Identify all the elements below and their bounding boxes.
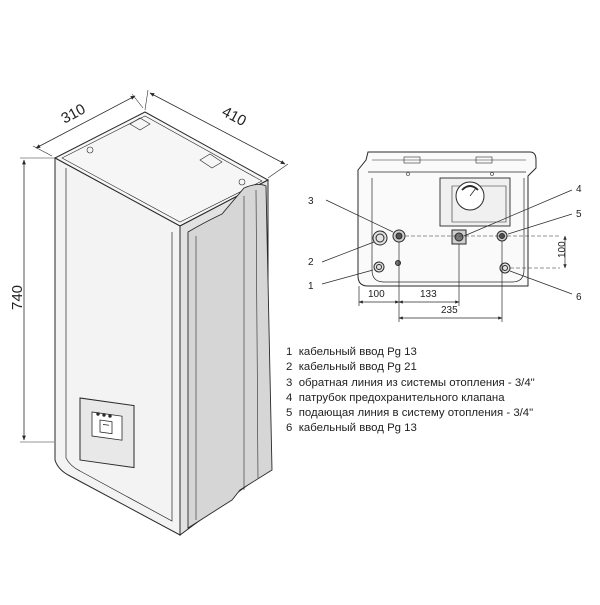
callout-numbers: 3 2 1 4 5 6 <box>308 184 582 303</box>
boiler-bottom-view <box>357 151 560 287</box>
port-2-cable-pg21 <box>372 230 388 246</box>
dim-width-label: 410 <box>219 103 249 130</box>
dim-133: 133 <box>420 289 437 300</box>
legend: 1 кабельный ввод Pg 13 2 кабельный ввод … <box>286 345 598 437</box>
callout-6: 6 <box>576 292 582 303</box>
callout-4: 4 <box>576 184 582 195</box>
legend-item: 2 кабельный ввод Pg 21 <box>286 361 417 374</box>
callout-2: 2 <box>308 257 314 268</box>
dim-100-right: 100 <box>557 241 568 258</box>
callout-3: 3 <box>308 196 314 207</box>
legend-item: 6 кабельный ввод Pg 13 <box>286 422 417 435</box>
boiler-iso-view <box>53 111 273 536</box>
legend-item: 3 обратная линия из системы отопления - … <box>286 376 535 389</box>
port-6-cable-pg13 <box>499 262 511 274</box>
legend-item: 5 подающая линия в систему отопления - 3… <box>286 407 534 420</box>
legend-item: 4 патрубок предохранительного клапана <box>286 391 505 404</box>
callout-leaders <box>321 189 573 295</box>
dim-depth-label: 310 <box>58 101 88 128</box>
callout-1: 1 <box>308 281 314 292</box>
dim-100-left: 100 <box>368 289 385 300</box>
callout-5: 5 <box>576 209 582 220</box>
port-1-cable-pg13 <box>373 261 385 273</box>
dim-235: 235 <box>441 305 458 316</box>
bottom-dimension-lines <box>358 235 567 322</box>
dim-height-label: 740 <box>9 285 26 310</box>
legend-item: 1 кабельный ввод Pg 13 <box>286 346 417 358</box>
iso-dimension-lines <box>20 89 289 443</box>
